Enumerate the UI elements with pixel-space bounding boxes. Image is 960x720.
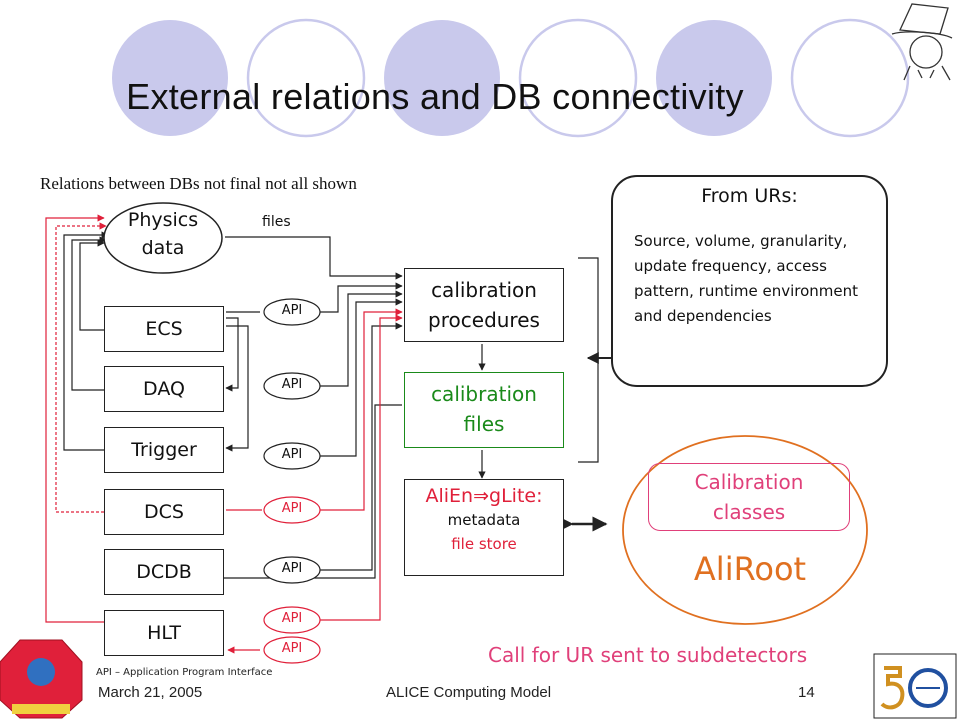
files-line1: calibration [431,382,537,406]
footer-date: March 21, 2005 [98,684,203,701]
daq-physics-connector [71,236,107,391]
ecs-physics-connector [79,239,105,331]
files-label: files [262,214,291,230]
calibration-files-box: calibration files [404,372,564,448]
daq-box: DAQ [104,366,224,412]
files-connector [225,236,403,280]
api-label: API [281,501,303,516]
classes-line1: Calibration [694,470,804,494]
ecs-box: ECS [104,306,224,352]
files-line2: files [463,412,505,436]
trigger-api-to-procedures [320,298,403,457]
trigger-physics-connector [63,231,109,451]
subtitle-note: Relations between DBs not final not all … [40,174,357,193]
api-ellipse [263,442,321,470]
dcs-api-to-procedures [320,308,403,511]
hlt-api-to-procedures [320,314,403,621]
calibration-bracket [578,257,599,463]
api-label: API [281,611,303,626]
hlt-physics-connector [45,214,105,623]
api-ellipse [263,636,321,664]
api-ellipse [263,606,321,634]
dcs-box: DCS [104,489,224,535]
dcdb-api-to-procedures [320,322,403,571]
aliroot-ellipse [622,435,868,625]
dcdb-box: DCDB [104,549,224,595]
footer-center: ALICE Computing Model [386,684,552,701]
decor-circle [112,20,228,136]
api-ellipse [263,372,321,400]
alien-filestore: file store [451,535,517,553]
api-label: API [281,561,303,576]
page-title: External relations and DB connectivity [126,76,744,117]
calibration-procedures-box: calibration procedures [404,268,564,342]
api-ellipse [263,496,321,524]
dcdb-files-connector [224,404,402,579]
decor-circle [384,20,500,136]
procedures-line1: calibration [431,278,537,302]
physics-line1: Physics [127,209,199,231]
ecs-daq-connector [225,317,239,392]
call-for-ur-note: Call for UR sent to subdetectors [488,643,808,667]
ur-title: From URs: [701,185,798,207]
alien-title: AliEn⇒gLite: [425,485,543,507]
calibration-classes-box: Calibration classes [648,463,850,531]
api-label: API [281,641,303,656]
api-label: API [281,303,303,318]
physics-data-node: Physics data [104,206,222,262]
decor-circle [518,18,638,138]
hlt-box: HLT [104,610,224,656]
aliroot-label: AliRoot [693,550,807,588]
api-label: API [281,447,303,462]
alien-glite-box: AliEn⇒gLite: metadata file store [404,479,564,576]
classes-line2: classes [712,500,786,524]
ur-body: Source, volume, granularity, update freq… [634,232,859,325]
alien-metadata: metadata [447,511,521,529]
physics-data-ellipse [103,202,223,274]
decor-circle [656,20,772,136]
decor-circle [246,18,366,138]
api-label: API [281,377,303,392]
dcs-physics-connector [55,222,107,513]
physics-line2: data [141,237,185,259]
user-requirements-box: From URs: Source, volume, granularity, u… [611,175,888,387]
ecs-trigger-connector [225,325,249,452]
procedures-line2: procedures [428,308,540,332]
trigger-box: Trigger [104,427,224,473]
ecs-api-to-procedures [320,282,403,313]
api-ellipse [263,556,321,584]
api-ellipse [263,298,321,326]
daq-api-to-procedures [320,290,403,387]
footer-page: 14 [798,684,815,701]
api-legend: API – Application Program Interface [96,667,273,678]
